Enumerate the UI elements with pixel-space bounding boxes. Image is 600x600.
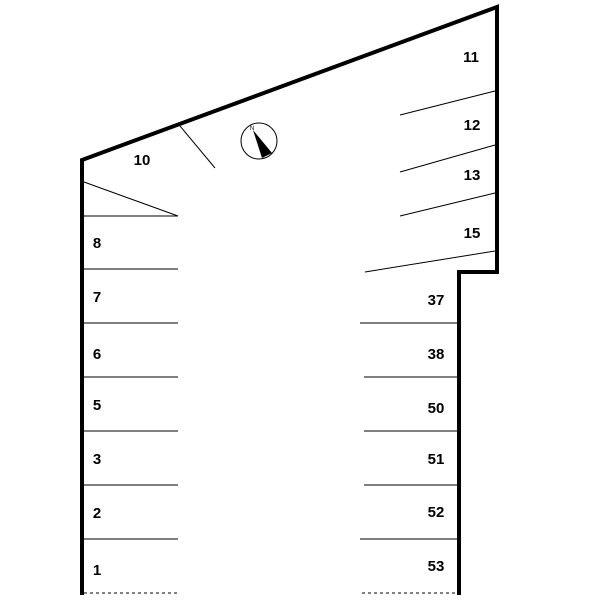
- stall-label: 15: [464, 225, 481, 242]
- stall-label: 6: [93, 346, 101, 363]
- compass-icon: N: [240, 122, 278, 160]
- stall-label: 51: [428, 451, 445, 468]
- stall-label: 7: [93, 289, 101, 306]
- stall-label: 1: [93, 562, 101, 579]
- stall-label: 50: [428, 400, 445, 417]
- left-stall-labels: 8 7 6 5 3 2 1: [93, 235, 101, 579]
- compass-north-label: N: [250, 126, 254, 132]
- right-stall-dividers: [360, 90, 496, 594]
- stall-label: 13: [464, 167, 481, 184]
- stall-label: 37: [428, 292, 445, 309]
- stall-divider: [83, 181, 179, 217]
- stall-label: 8: [93, 235, 101, 252]
- stall-label: 53: [428, 558, 445, 575]
- stall-label: 3: [93, 451, 101, 468]
- lot-boundary: [80, 4, 499, 595]
- stall-label: 2: [93, 505, 101, 522]
- left-stall-dividers: [84, 215, 178, 594]
- stall-label: 11: [463, 49, 479, 66]
- top-stall-labels: 10 11 12 13 15: [134, 49, 481, 242]
- stall-divider: [179, 125, 216, 169]
- stall-label: 10: [134, 152, 151, 169]
- stall-label: 5: [93, 397, 101, 414]
- stall-label: 38: [428, 346, 445, 363]
- right-stall-labels: 37 38 50 51 52 53: [428, 292, 445, 575]
- stall-label: 52: [428, 504, 445, 521]
- stall-label: 12: [464, 117, 481, 134]
